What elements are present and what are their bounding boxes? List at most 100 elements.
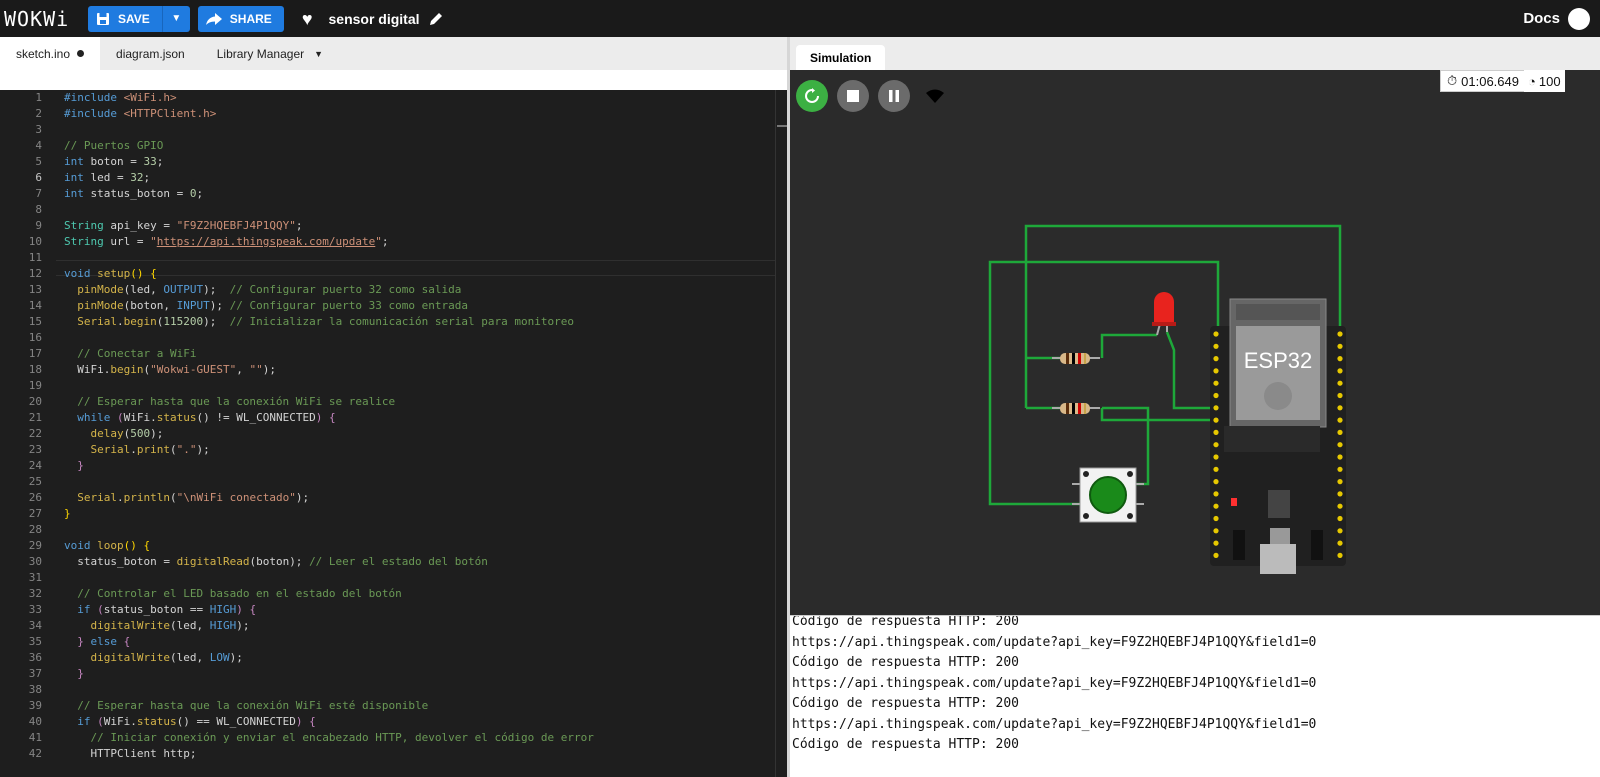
project-title[interactable]: sensor digital [329, 11, 444, 27]
code-line[interactable]: 23 Serial.print("."); [0, 442, 787, 458]
header-pin[interactable] [1337, 491, 1343, 497]
code-line[interactable]: 20 // Esperar hasta que la conexión WiFi… [0, 394, 787, 410]
header-pin[interactable] [1337, 380, 1343, 386]
code-line[interactable]: 3 [0, 122, 787, 138]
header-pin[interactable] [1337, 392, 1343, 399]
simulation-canvas[interactable]: ⏱ 01:06.649 ◔ 100 [790, 70, 1600, 615]
header-pin[interactable] [1337, 356, 1343, 362]
code-line[interactable]: 21 while (WiFi.status() != WL_CONNECTED)… [0, 410, 787, 426]
header-pin[interactable] [1213, 417, 1219, 423]
code-line[interactable]: 25 [0, 474, 787, 490]
code-line[interactable]: 42 HTTPClient http; [0, 746, 787, 762]
code-line[interactable]: 16 [0, 330, 787, 346]
heart-icon[interactable]: ♥ [301, 8, 313, 29]
editor-scrollbar[interactable] [775, 90, 787, 777]
chevron-down-icon[interactable]: ▼ [314, 48, 324, 59]
header-pin[interactable] [1213, 479, 1219, 485]
docs-link[interactable]: Docs [1523, 10, 1560, 27]
header-pin[interactable] [1337, 429, 1343, 435]
code-line[interactable]: 38 [0, 682, 787, 698]
code-line[interactable]: 32 // Controlar el LED basado en el esta… [0, 586, 787, 602]
code-line[interactable]: 37 } [0, 666, 787, 682]
header-pin[interactable] [1213, 429, 1219, 435]
code-line[interactable]: 31 [0, 570, 787, 586]
restart-button[interactable] [796, 80, 828, 112]
code-line[interactable]: 17 // Conectar a WiFi [0, 346, 787, 362]
code-line[interactable]: 11 [0, 250, 787, 266]
header-pin[interactable] [1337, 442, 1343, 448]
code-line[interactable]: 1#include <WiFi.h> [0, 90, 787, 106]
code-line[interactable]: 30 status_boton = digitalRead(boton); //… [0, 554, 787, 570]
code-line[interactable]: 40 if (WiFi.status() == WL_CONNECTED) { [0, 714, 787, 730]
save-button[interactable]: SAVE [88, 5, 162, 32]
header-pin[interactable] [1337, 503, 1343, 509]
header-pin[interactable] [1213, 368, 1219, 374]
code-line[interactable]: 41 // Iniciar conexión y enviar el encab… [0, 730, 787, 746]
code-line[interactable]: 4// Puertos GPIO [0, 138, 787, 154]
code-line[interactable]: 2#include <HTTPClient.h> [0, 106, 787, 122]
header-pin[interactable] [1213, 405, 1219, 411]
code-line[interactable]: 36 digitalWrite(led, LOW); [0, 650, 787, 666]
header-pin[interactable] [1213, 515, 1219, 522]
stop-button[interactable] [837, 80, 869, 112]
header-pin[interactable] [1337, 405, 1343, 411]
header-pin[interactable] [1213, 442, 1219, 448]
header-pin[interactable] [1337, 454, 1343, 460]
header-pin[interactable] [1337, 528, 1343, 534]
github-icon[interactable] [1568, 8, 1590, 30]
header-pin[interactable] [1213, 503, 1219, 509]
header-pin[interactable] [1337, 515, 1343, 522]
code-editor[interactable]: 1#include <WiFi.h>2#include <HTTPClient.… [0, 90, 787, 777]
code-line[interactable]: 24 } [0, 458, 787, 474]
header-pin[interactable] [1213, 540, 1219, 546]
pause-button[interactable] [878, 80, 910, 112]
header-pin[interactable] [1337, 417, 1343, 423]
header-pin[interactable] [1213, 380, 1219, 386]
tab-simulation[interactable]: Simulation [796, 45, 886, 70]
header-pin[interactable] [1337, 540, 1343, 546]
header-pin[interactable] [1213, 552, 1219, 558]
save-options-button[interactable]: ▼ [161, 5, 190, 32]
tab-sketch-ino[interactable]: sketch.ino [0, 37, 101, 70]
header-pin[interactable] [1213, 331, 1219, 337]
header-pin[interactable] [1213, 491, 1219, 497]
header-pin[interactable] [1337, 331, 1343, 337]
header-pin[interactable] [1337, 343, 1343, 349]
code-line[interactable]: 8 [0, 202, 787, 218]
code-line[interactable]: 33 if (status_boton == HIGH) { [0, 602, 787, 618]
code-line[interactable]: 19 [0, 378, 787, 394]
code-line[interactable]: 14 pinMode(boton, INPUT); // Configurar … [0, 298, 787, 314]
code-line[interactable]: 28 [0, 522, 787, 538]
header-pin[interactable] [1337, 368, 1343, 374]
tab-library-manager[interactable]: Library Manager ▼ [201, 37, 339, 70]
header-pin[interactable] [1337, 552, 1343, 558]
header-pin[interactable] [1337, 466, 1343, 472]
wokwi-logo[interactable]: WOKWi [4, 6, 70, 31]
tab-diagram-json[interactable]: diagram.json [100, 37, 201, 70]
code-line[interactable]: 35 } else { [0, 634, 787, 650]
code-line[interactable]: 39 // Esperar hasta que la conexión WiFi… [0, 698, 787, 714]
share-button[interactable]: SHARE [197, 5, 284, 32]
code-line[interactable]: 34 digitalWrite(led, HIGH); [0, 618, 787, 634]
header-pin[interactable] [1337, 479, 1343, 485]
code-line[interactable]: 15 Serial.begin(115200); // Inicializar … [0, 314, 787, 330]
header-pin[interactable] [1213, 466, 1219, 472]
header-pin[interactable] [1213, 454, 1219, 460]
code-line[interactable]: 18 WiFi.begin("Wokwi-GUEST", ""); [0, 362, 787, 378]
code-line[interactable]: 27} [0, 506, 787, 522]
header-pin[interactable] [1213, 356, 1219, 362]
pane-splitter[interactable] [787, 37, 790, 777]
header-pin[interactable] [1213, 392, 1219, 399]
code-line[interactable]: 13 pinMode(led, OUTPUT); // Configurar p… [0, 282, 787, 298]
code-line[interactable]: 26 Serial.println("\nWiFi conectado"); [0, 490, 787, 506]
header-pin[interactable] [1213, 528, 1219, 534]
code-line[interactable]: 22 delay(500); [0, 426, 787, 442]
